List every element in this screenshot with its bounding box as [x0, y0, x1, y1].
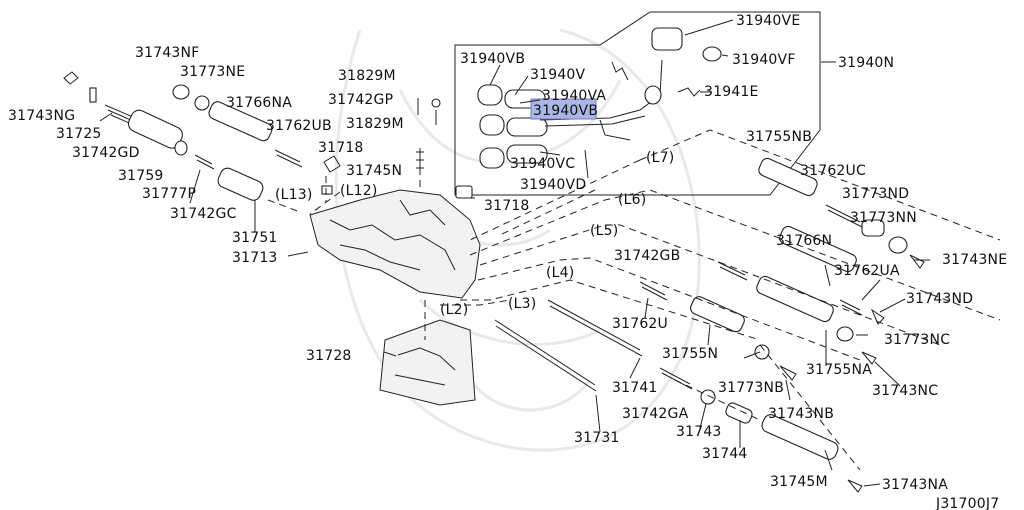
label-31940V: 31940V: [530, 67, 586, 83]
solenoid-leaders: [489, 19, 836, 179]
label-L6: (L6): [618, 192, 646, 208]
label-31742GC: 31742GC: [170, 206, 237, 222]
label-31755N: 31755N: [662, 346, 718, 362]
left-parts: [63, 71, 441, 201]
label-31743NC: 31743NC: [872, 383, 938, 399]
label-31940N: 31940N: [838, 55, 894, 71]
label-31755NA: 31755NA: [806, 362, 872, 378]
label-31773NB: 31773NB: [718, 380, 784, 396]
label-L7: (L7): [646, 150, 674, 166]
label-31940VD: 31940VD: [520, 177, 586, 193]
label-31718-lower: 31718: [484, 198, 530, 214]
label-L4: (L4): [546, 265, 574, 281]
label-31762UB: 31762UB: [266, 118, 332, 134]
label-31742GA: 31742GA: [622, 406, 689, 422]
label-31940VC: 31940VC: [510, 156, 575, 172]
label-31743ND: 31743ND: [906, 291, 973, 307]
label-31744: 31744: [702, 446, 748, 462]
label-31941E: 31941E: [704, 84, 759, 100]
label-31773NC: 31773NC: [884, 332, 950, 348]
control-valve-body: [309, 185, 481, 299]
label-31745M: 31745M: [770, 474, 828, 490]
highlight-31940VB: [530, 98, 597, 120]
label-31731: 31731: [574, 430, 620, 446]
label-L5: (L5): [590, 223, 618, 239]
label-L12: (L12): [340, 183, 378, 199]
label-31751: 31751: [232, 230, 278, 246]
label-31718-upper: 31718: [318, 140, 364, 156]
label-31743: 31743: [676, 424, 722, 440]
part-labels: 31940VE 31940VF 31940N 31940VB 31940V 31…: [8, 13, 1007, 510]
label-31777P: 31777P: [142, 186, 196, 202]
label-31762UA: 31762UA: [834, 263, 900, 279]
label-31940VE: 31940VE: [736, 13, 800, 29]
label-31742GD: 31742GD: [72, 145, 140, 161]
diagram-code: J31700J7: [935, 496, 999, 510]
label-31743NF: 31743NF: [135, 45, 199, 61]
label-31940VF: 31940VF: [732, 52, 796, 68]
label-31745N: 31745N: [346, 163, 402, 179]
label-31762UC: 31762UC: [800, 163, 866, 179]
label-31742GP: 31742GP: [328, 92, 393, 108]
label-31829M-mid: 31829M: [346, 116, 404, 132]
assembly-dashed-lines: [267, 129, 1001, 471]
label-31829M-top: 31829M: [338, 68, 396, 84]
label-L2: (L2): [440, 302, 468, 318]
label-31713: 31713: [232, 250, 278, 266]
label-leaders: [99, 112, 930, 487]
label-31741: 31741: [612, 380, 658, 396]
label-31766NA: 31766NA: [226, 95, 292, 111]
label-31743NE: 31743NE: [942, 252, 1007, 268]
label-31743NG: 31743NG: [8, 108, 75, 124]
label-31940VB-upper: 31940VB: [460, 51, 525, 67]
label-31762U: 31762U: [612, 316, 668, 332]
label-31940VB-highlighted: 31940VB: [533, 103, 598, 119]
label-31742GB: 31742GB: [614, 248, 680, 264]
label-31728: 31728: [306, 348, 352, 364]
label-31773ND: 31773ND: [842, 186, 909, 202]
label-31940VA: 31940VA: [542, 88, 606, 104]
solenoid-group-frame: [454, 11, 821, 196]
label-L3: (L3): [508, 296, 536, 312]
label-31725: 31725: [56, 126, 102, 142]
label-31773NN: 31773NN: [850, 210, 917, 226]
label-L13: (L13): [275, 187, 313, 203]
label-31759: 31759: [118, 168, 164, 184]
label-31755NB: 31755NB: [746, 129, 812, 145]
label-31743NB: 31743NB: [768, 406, 834, 422]
separator-plate: [379, 319, 476, 406]
label-31773NE: 31773NE: [180, 64, 245, 80]
label-31743NA: 31743NA: [882, 477, 948, 493]
right-parts: [494, 157, 925, 493]
label-31766N: 31766N: [776, 233, 832, 249]
